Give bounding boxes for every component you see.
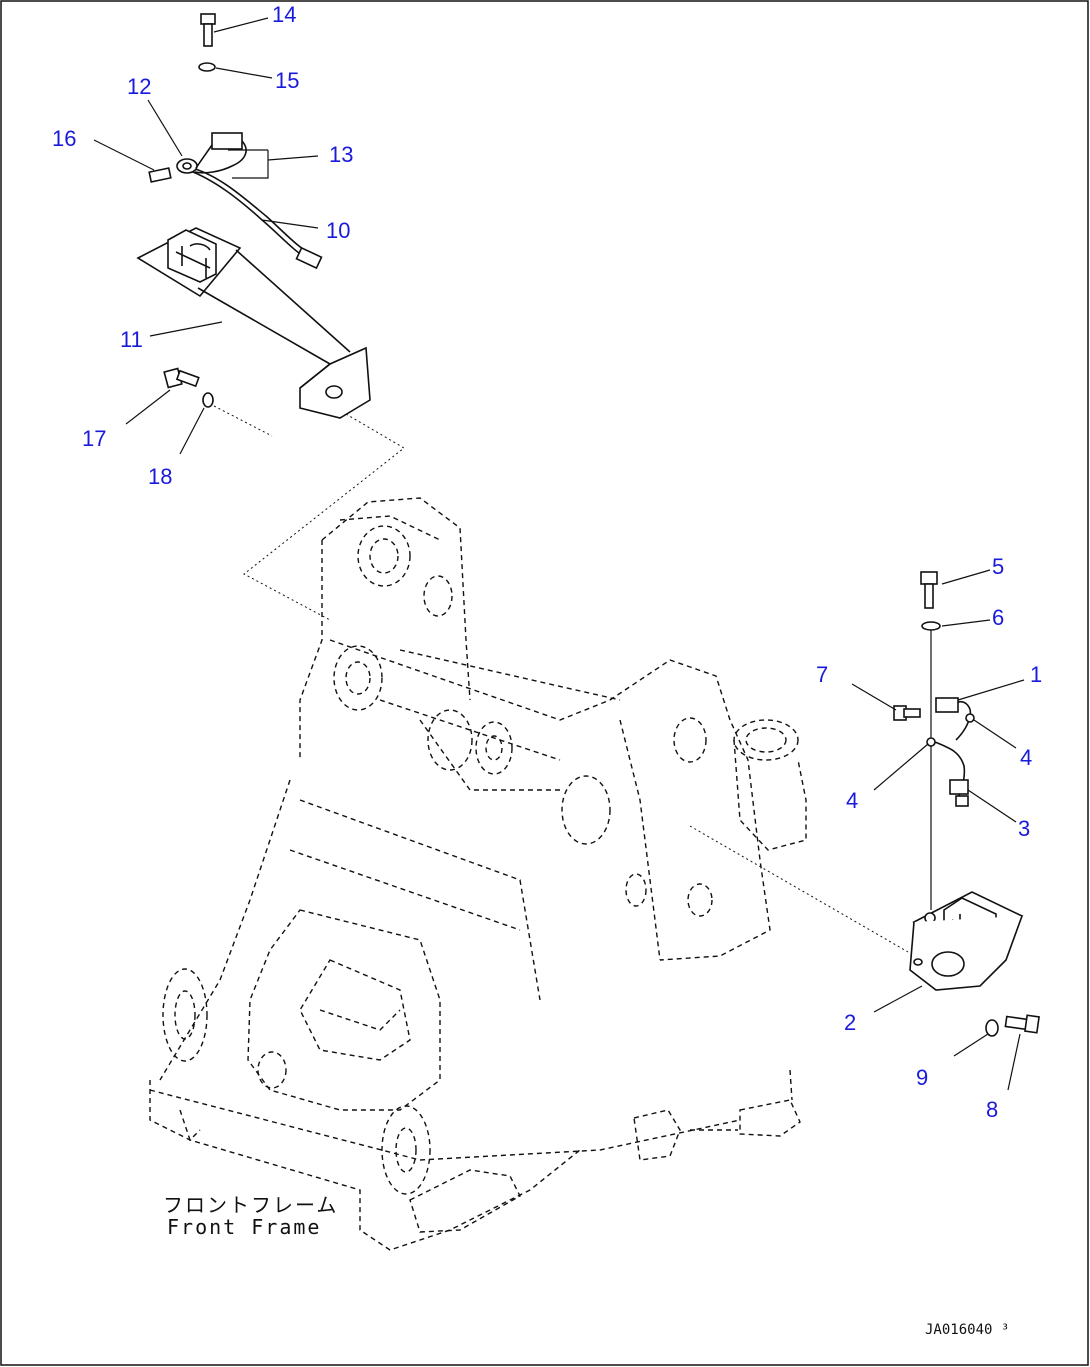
front-frame <box>149 497 807 1251</box>
callout-10: 12 <box>127 74 151 99</box>
washer-6 <box>921 621 941 631</box>
caption-japanese: フロントフレーム <box>163 1193 338 1217</box>
callout-12: 14 <box>272 2 296 27</box>
callout-2: 2 <box>844 1010 856 1035</box>
callout-16: 9 <box>916 1065 928 1090</box>
callout-4-left: 4 <box>846 788 858 813</box>
callout-17: 17 <box>82 426 106 451</box>
bolt-17 <box>163 367 200 389</box>
bolt-5 <box>920 571 938 609</box>
callout-9: 11 <box>120 327 143 352</box>
harness-8 <box>187 167 323 270</box>
callout-4-right: 4 <box>1020 745 1032 770</box>
washer-16 <box>985 1019 999 1037</box>
bolt-12 <box>200 13 216 47</box>
bracket-2 <box>909 891 1024 991</box>
bolt-15 <box>1004 1014 1040 1034</box>
callout-5: 5 <box>992 554 1004 579</box>
callout-11: 13 <box>329 142 353 167</box>
callout-3: 3 <box>1018 816 1030 841</box>
bracket-9 <box>136 227 371 419</box>
callout-1: 1 <box>1030 662 1042 687</box>
callout-18: 18 <box>148 464 172 489</box>
phantom-line <box>213 405 273 437</box>
washer-18 <box>202 392 214 408</box>
callout-13: 15 <box>275 68 299 93</box>
caption-english: Front Frame <box>167 1215 321 1239</box>
callout-7: 7 <box>816 662 828 687</box>
washer-13 <box>198 62 216 72</box>
document-id: JA016040 ³ <box>925 1322 1009 1338</box>
clamp-4 <box>965 713 975 723</box>
harness-3 <box>934 741 969 807</box>
clamp-4 <box>926 737 936 747</box>
callout-15: 8 <box>986 1097 998 1122</box>
callout-8: 10 <box>326 218 350 243</box>
phantom-line <box>689 825 909 953</box>
connectors-11 <box>194 132 247 174</box>
leader-lines <box>93 17 1025 1091</box>
callout-14: 16 <box>52 126 76 151</box>
sensor-1 <box>935 697 972 741</box>
sensor-10 <box>148 158 198 183</box>
bolt-7 <box>893 705 921 721</box>
callout-6: 6 <box>992 605 1004 630</box>
